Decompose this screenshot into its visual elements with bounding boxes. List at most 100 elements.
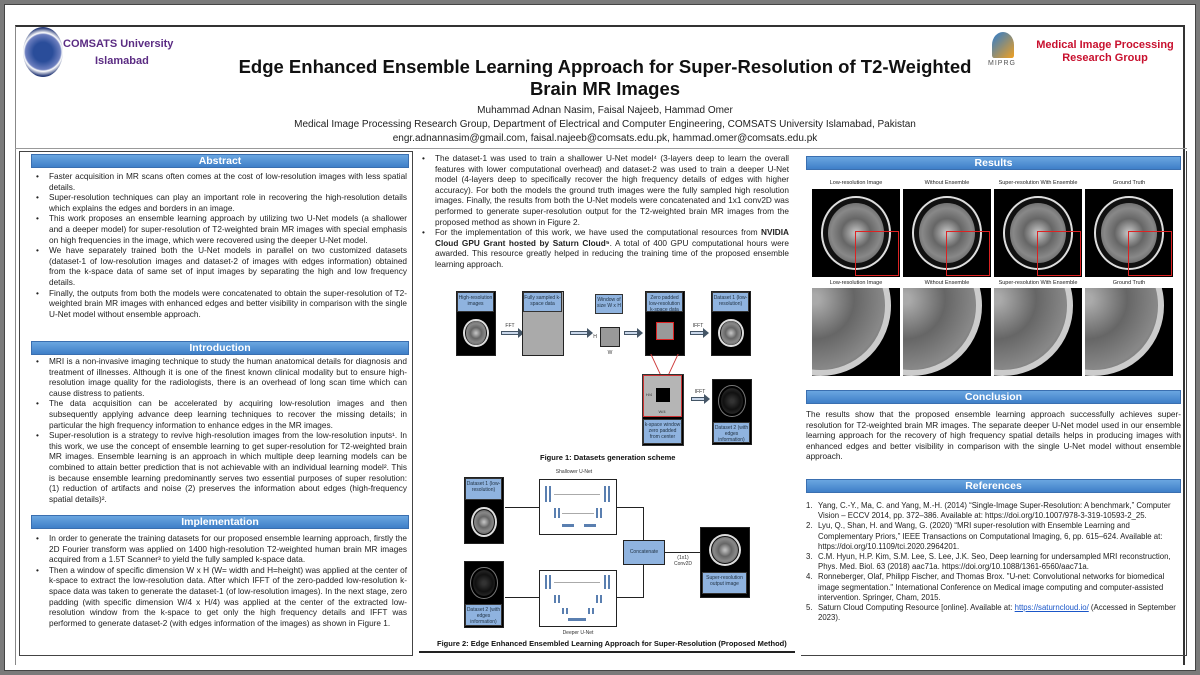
figure-2-caption: Figure 2: Edge Enhanced Ensembled Learni…	[437, 639, 787, 648]
h-label: H	[593, 334, 597, 340]
implementation-list: In order to generate the training datase…	[31, 534, 407, 629]
right-column-frame	[801, 151, 1187, 656]
affiliation: Medical Image Processing Research Group,…	[294, 119, 916, 130]
references-header: References	[806, 479, 1181, 493]
connector	[505, 597, 539, 598]
kwindow-zoom-image	[643, 375, 682, 417]
zero-pad-square	[656, 388, 670, 402]
shallow-unet	[539, 479, 617, 535]
result-zoom-image	[903, 288, 991, 376]
output-box: Super-resolution output image	[700, 527, 750, 598]
brain-image	[705, 531, 745, 569]
kwindow-label: k-space window zero padded from center	[643, 419, 682, 444]
abstract-list: Faster acquisition in MR scans often com…	[31, 172, 407, 320]
result-label: Low-resolution Image	[829, 280, 883, 286]
title-line-2: Brain MR Images	[529, 78, 681, 99]
arrow	[570, 328, 593, 338]
text: For the implementation of this work, we …	[435, 228, 762, 238]
arrow	[624, 328, 643, 338]
mipr-logo-text: MIPRG	[988, 60, 1016, 67]
reference-item: 1.Yang, C.-Y., Ma, C. and Yang, M.-H. (2…	[806, 501, 1171, 521]
result-image	[903, 189, 991, 277]
poster-title: Edge Enhanced Ensemble Learning Approach…	[205, 56, 1005, 100]
arrow	[501, 328, 524, 338]
hr-label: High-resolution images	[457, 292, 494, 312]
introduction-item: MRI is a non-invasive imaging technique …	[31, 357, 407, 399]
connector	[643, 565, 644, 597]
abstract-item: Faster acquisition in MR scans often com…	[31, 172, 407, 193]
poster-frame	[15, 25, 1185, 665]
concatenate-block: Concatenate	[623, 540, 665, 565]
reference-text: C.M. Hyun, H.P. Kim, S.M. Lee, S. Lee, J…	[818, 552, 1171, 572]
reference-item: 5.Saturn Cloud Computing Resource [onlin…	[806, 603, 1176, 623]
zero-padded-box: Zero padded low-resolution k-space data	[645, 291, 685, 356]
column-divider	[419, 651, 795, 653]
output-label: Super-resolution output image	[702, 572, 747, 594]
connector	[617, 507, 644, 508]
abstract-header: Abstract	[31, 154, 409, 168]
dataset2-label: Dataset 2 (with edges information)	[713, 422, 750, 443]
reference-text: Ronneberger, Olaf, Philipp Fischer, and …	[818, 572, 1165, 602]
mipr-logo: MIPRG	[988, 32, 1018, 72]
kspace-box: Fully sampled k- space data	[522, 291, 564, 356]
hr-image-box: High-resolution images	[456, 291, 496, 356]
reference-text: Saturn Cloud Computing Resource [online]…	[818, 603, 1015, 613]
figure-1-caption: Figure 1: Datasets generation scheme	[540, 453, 676, 462]
implementation-item: In order to generate the training datase…	[31, 534, 407, 566]
reference-item: 3.C.M. Hyun, H.P. Kim, S.M. Lee, S. Lee,…	[806, 552, 1171, 572]
grant-name: NVIDIA Cloud GPU Grant hosted by Saturn …	[435, 228, 789, 248]
emails: engr.adnannasim@gmail.com, faisal.najeeb…	[392, 133, 818, 144]
abstract-item: This work proposes an ensemble learning …	[31, 214, 407, 246]
authors: Muhammad Adnan Nasim, Faisal Najeeb, Ham…	[477, 105, 733, 116]
w4-label: W/4	[658, 409, 666, 414]
shallow-unet-label: Shallower U-Net	[555, 469, 593, 475]
university-name: COMSATS University	[63, 38, 174, 50]
text: . A total of 400 GPU computational hours…	[435, 238, 789, 269]
dataset1-input: Dataset 1 (low-resolution)	[464, 477, 504, 544]
implementation-continued: The dataset-1 was used to train a shallo…	[417, 154, 789, 271]
ifft-label: IFFT	[694, 389, 706, 395]
zero-padded-label: Zero padded low-resolution k-space data	[646, 292, 683, 313]
left-column-frame	[19, 151, 413, 656]
implementation-item: For the implementation of this work, we …	[417, 228, 789, 270]
implementation-header: Implementation	[31, 515, 409, 529]
group-name: Medical Image Processing Research Group	[1025, 39, 1185, 65]
window-kspace	[600, 327, 620, 347]
saturncloud-link[interactable]: https://saturncloud.io/	[1014, 603, 1089, 613]
dataset2-label: Dataset 2 (with edges information)	[465, 604, 502, 626]
brain-image	[468, 504, 500, 540]
result-label: Ground Truth	[1112, 180, 1146, 186]
introduction-item: Super-resolution is a strategy to revive…	[31, 431, 407, 505]
university-campus: Islamabad	[95, 55, 149, 67]
dataset2-input: Dataset 2 (with edges information)	[464, 561, 504, 628]
zoom-region-box	[1128, 231, 1172, 276]
introduction-item: The data acquisition can be accelerated …	[31, 399, 407, 431]
comsats-logo	[23, 27, 63, 77]
implementation-item: Then a window of specific dimension W x …	[31, 566, 407, 630]
reference-item: 4.Ronneberger, Olaf, Philipp Fischer, an…	[806, 572, 1165, 602]
dataset1-box: Dataset 1 (low- resolution)	[711, 291, 751, 356]
results-header: Results	[806, 156, 1181, 170]
result-zoom-image	[994, 288, 1082, 376]
h4-label: H/4	[645, 392, 653, 397]
header-divider	[15, 148, 1187, 149]
connector	[505, 507, 539, 508]
dataset1-label: Dataset 1 (low-resolution)	[465, 478, 502, 500]
group-name-line-1: Medical Image Processing	[1036, 39, 1174, 51]
references-list: 1.Yang, C.-Y., Ma, C. and Yang, M.-H. (2…	[806, 501, 1181, 623]
result-zoom-image	[1085, 288, 1173, 376]
window-label: Window of size W x H	[595, 294, 623, 314]
result-label: Without Ensemble	[924, 280, 970, 286]
dataset1-label: Dataset 1 (low- resolution)	[712, 292, 749, 312]
w-label: W	[607, 350, 613, 356]
result-label: Ground Truth	[1112, 280, 1146, 286]
abstract-item: Super-resolution techniques can play an …	[31, 193, 407, 214]
implementation-item: The dataset-1 was used to train a shallo…	[417, 154, 789, 228]
result-image	[1085, 189, 1173, 277]
result-label: Super-resolution With Ensemble	[998, 280, 1078, 286]
arrow	[690, 328, 709, 338]
result-label: Without Ensemble	[924, 180, 970, 186]
deep-unet	[539, 570, 617, 627]
reference-text: (Accessed in September 2023).	[818, 603, 1176, 623]
reference-text: Yang, C.-Y., Ma, C. and Yang, M.-H. (201…	[818, 501, 1171, 521]
